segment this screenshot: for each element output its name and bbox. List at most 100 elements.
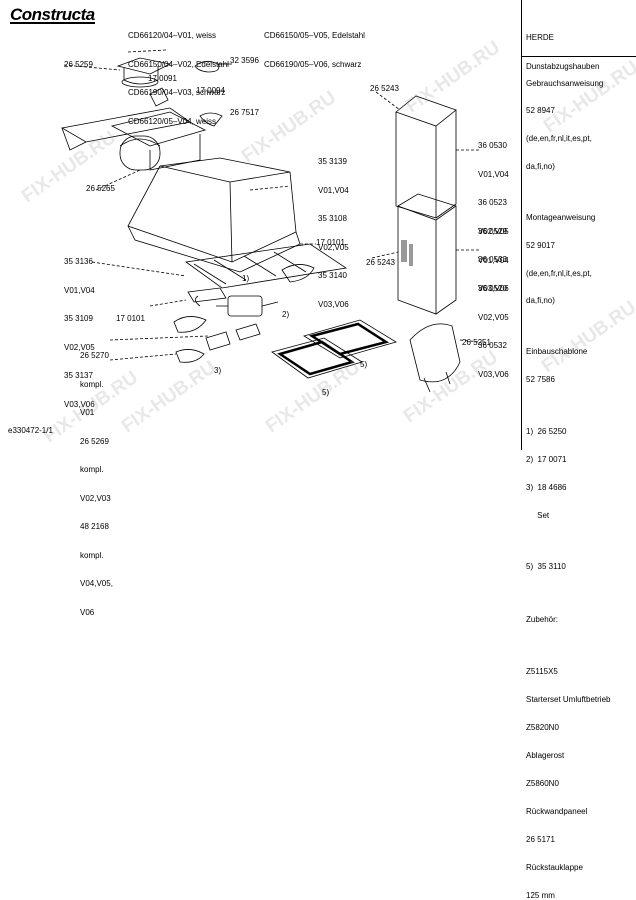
category-line: Dunstabzugshauben [526, 61, 600, 71]
part-label: 36 0533 [478, 255, 507, 264]
accessory-line: 125 mm [526, 890, 555, 900]
set-part: 2) 17 0071 [526, 455, 567, 465]
part-label: V03,V06 [478, 369, 509, 379]
part-label: V02,V05 [318, 242, 349, 252]
exploded-parts-drawing [60, 49, 481, 393]
part-label: 26 5243 [370, 84, 399, 93]
part-label: 35 3109 [64, 314, 93, 323]
part-label: 26 5270 [80, 351, 109, 360]
part-label: V02,V05 [64, 342, 95, 352]
part-label: V03,V06 [64, 399, 95, 409]
outlet-flange [116, 57, 172, 75]
part-label-group: 36 0529 V01,V04 36 0520 V02,V05 36 0532 … [478, 208, 509, 389]
part-label: 17 0091 [148, 74, 177, 83]
callout-label: 5) [360, 360, 368, 369]
set-part: 1) 26 5250 [526, 427, 567, 437]
part-label: V02,V05 [478, 312, 509, 322]
part-label: 35 3137 [64, 371, 93, 380]
accessory-line: Z5820N0 [526, 723, 559, 733]
part-label: V04,V05, [80, 579, 113, 588]
part-label: 35 3108 [318, 214, 347, 223]
part-label: 36 0529 [478, 227, 507, 236]
panel-divider [521, 56, 636, 57]
part-label: V03,V06 [478, 283, 509, 293]
part-label: V01 [80, 408, 95, 417]
part-label: kompl. [80, 550, 104, 560]
accessories-title: Zubehör: [526, 614, 559, 624]
part-label: V01,V04 [478, 169, 509, 179]
doc-number: 52 9017 [526, 240, 555, 250]
callout-label: 1) [242, 274, 250, 283]
back-panel-kit [409, 323, 461, 383]
callout-label: 5) [322, 388, 330, 397]
accessory-line: 26 5171 [526, 834, 555, 844]
model-line: CD66120/05–V04, weiss [128, 116, 217, 126]
part-label: 26 5259 [64, 60, 93, 69]
accessory-line: Ablagerost [526, 751, 565, 761]
lamp-cover [281, 264, 315, 283]
part-label: V01,V04 [64, 285, 95, 295]
doc-title: Einbauschablone [526, 346, 588, 356]
part-label: 26 5243 [366, 258, 395, 267]
model-line: CD66190/04–V03, schwarz [128, 88, 226, 97]
set-part: Set [526, 510, 550, 520]
part-label-group: 36 0530 V01,V04 36 0523 V02,V05 36 0533 … [478, 122, 509, 303]
carbon-filter-2 [303, 319, 397, 359]
category-line: HERDE [526, 33, 555, 42]
set-part: 3) 18 4686 [526, 483, 567, 493]
part-label: V06 [80, 607, 95, 617]
part-label: 36 0523 [478, 198, 507, 207]
part-label: 26 5269 [80, 436, 109, 446]
accessory-line: Z5115X5 [526, 667, 558, 677]
part-label: 32 3596 [230, 56, 259, 65]
docs-block: Gebrauchsanweisung 52 8947 (de,en,fr,nl,… [526, 60, 610, 900]
part-label: 48 2168 [80, 522, 109, 531]
part-label: V02,V05 [478, 226, 509, 236]
part-label: 26 5251 [462, 338, 491, 347]
part-label-group: 26 5270 kompl. V01 26 5269 kompl. V02,V0… [80, 332, 113, 627]
accessory-line: Z5860N0 [526, 778, 559, 788]
part-label: kompl. [80, 465, 104, 474]
part-label: 35 3136 [64, 257, 93, 266]
part-label: 35 3140 [318, 271, 347, 280]
set-part: 5) 35 3110 [526, 562, 566, 572]
part-label: 26 7517 [230, 108, 259, 117]
model-line: CD66190/05–V06, schwarz [264, 59, 362, 69]
doc-langs: (de,en,fr,nl,it,es,pt, [526, 134, 592, 144]
doc-langs: (de,en,fr,nl,it,es,pt, [526, 268, 592, 278]
accessory-line: Rückwandpaneel [526, 806, 588, 816]
info-panel [521, 0, 636, 450]
part-label: V02,V03 [80, 493, 111, 503]
part-label: V01,V04 [318, 185, 349, 195]
part-label-group: 35 3136 V01,V04 35 3109 V02,V05 35 3137 … [64, 238, 95, 419]
grease-filter [187, 287, 227, 303]
accessory-line: Rückstauklappe [526, 862, 583, 872]
part-label: 17 0101 [116, 314, 145, 323]
doc-number: 52 7586 [526, 374, 555, 384]
model-list-col1: CD66120/04–V01, weiss CD66150/04–V02, Ed… [128, 12, 229, 136]
model-line: CD66150/05–V05, Edelstahl [264, 31, 365, 40]
hose-clamp [194, 61, 220, 73]
carbon-filter-1 [271, 337, 363, 379]
model-line: CD66120/04–V01, weiss [128, 31, 217, 40]
part-label-group: 35 3139 V01,V04 35 3108 V02,V05 35 3140 … [318, 138, 349, 319]
document-id: e330472-1/1 [8, 426, 53, 435]
set-part [526, 539, 610, 544]
part-label: V01,V04 [478, 255, 509, 265]
chimney-lower [397, 193, 457, 221]
part-label: 17 0094 [196, 86, 225, 95]
doc-title: Gebrauchsanweisung [526, 78, 604, 88]
switch-module [227, 295, 263, 317]
callout-label: 3) [214, 366, 222, 375]
part-label: 26 5265 [86, 184, 115, 193]
chimney-upper [395, 95, 457, 127]
part-label: kompl. [80, 379, 104, 389]
part-label: 35 3139 [318, 157, 347, 166]
doc-langs: da,fi,no) [526, 162, 555, 172]
part-label: 36 0530 [478, 141, 507, 150]
doc-langs: da,fi,no) [526, 296, 555, 306]
part-label: V03,V06 [318, 299, 349, 309]
model-list-col2: CD66150/05–V05, Edelstahl CD66190/05–V06… [264, 12, 365, 79]
accessory-line: Starterset Umluftbetrieb [526, 695, 611, 705]
part-label: 17 0101 [316, 238, 345, 247]
